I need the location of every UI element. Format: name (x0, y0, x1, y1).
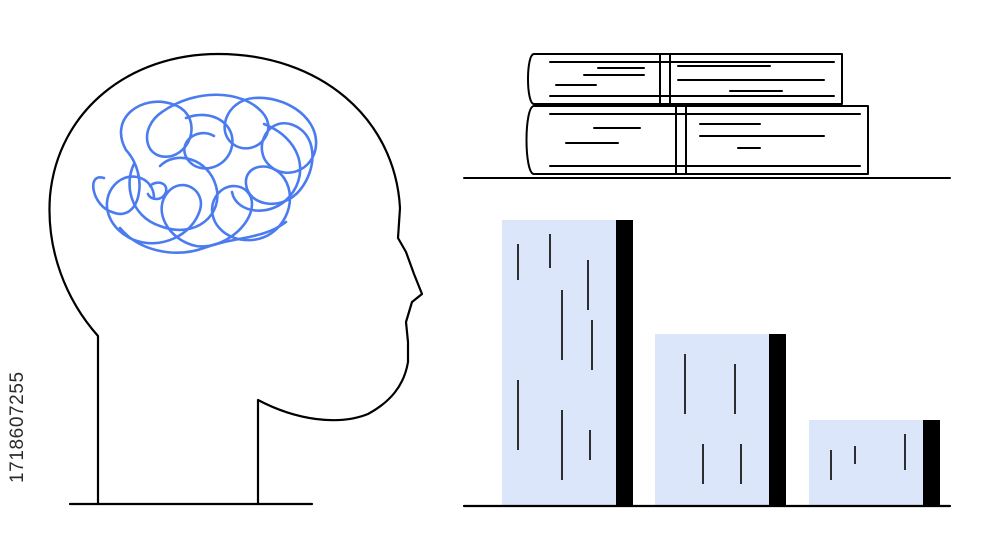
book-stack (463, 53, 951, 179)
head-outline (48, 52, 424, 506)
descending-bars (502, 220, 940, 506)
bar-2-edge (769, 334, 786, 506)
bottom-book (525, 105, 869, 175)
head-illustration (48, 52, 424, 506)
bar-1 (502, 220, 616, 506)
tangled-thoughts (92, 93, 318, 254)
bar-1-edge (616, 220, 633, 506)
bar-3-edge (923, 420, 940, 506)
top-book (527, 53, 843, 105)
bar-2 (655, 334, 769, 506)
bar-3 (809, 420, 923, 506)
stock-id-watermark: 1718607255 (7, 371, 28, 483)
